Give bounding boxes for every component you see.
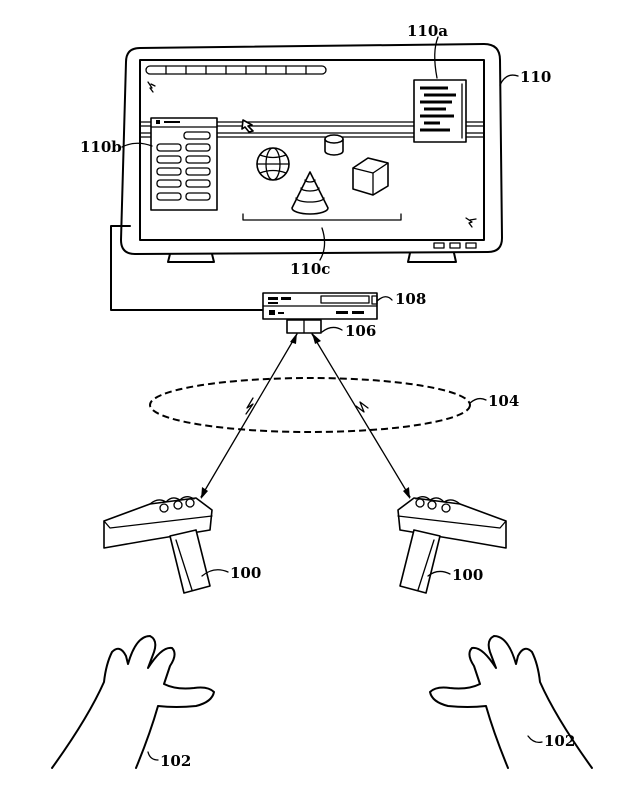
controller-icon: [103, 496, 213, 594]
label-108: 108: [395, 290, 426, 308]
monitor-cable: [110, 225, 263, 311]
globe-icon: [256, 147, 290, 181]
field-104: [149, 377, 471, 433]
label-102-right: 102: [544, 732, 575, 750]
signal-break: [355, 401, 369, 413]
leader-lines: [121, 36, 543, 761]
label-110c: 110c: [290, 260, 330, 278]
cylinder-icon: [324, 134, 344, 156]
cursor-icon: [465, 217, 477, 228]
label-100-left: 100: [230, 564, 261, 582]
signal-arrows: [200, 333, 411, 499]
cone-icon: [291, 171, 329, 215]
cursor-icon: [241, 119, 254, 133]
label-106: 106: [345, 322, 376, 340]
monitor-foot-left: [167, 253, 215, 263]
label-104: 104: [488, 392, 519, 410]
controller-icon: [397, 496, 507, 594]
monitor-bezel: [120, 43, 503, 255]
label-102-left: 102: [160, 752, 191, 770]
signal-break: [245, 397, 254, 415]
monitor-button: [449, 242, 461, 249]
cursor-icon: [147, 81, 156, 93]
cube-icon: [352, 157, 389, 196]
monitor-screen: [139, 59, 485, 241]
panel-110c-bracket: [242, 213, 402, 221]
monitor-foot-right: [407, 252, 457, 263]
monitor-button: [465, 242, 477, 249]
panel-110a: [413, 79, 467, 143]
monitor-button: [433, 242, 445, 249]
hand-icon: [429, 635, 593, 769]
label-110b: 110b: [80, 138, 122, 156]
panel-110b: [150, 117, 218, 211]
hand-icon: [51, 635, 215, 769]
receiver-icon: [286, 319, 322, 334]
label-110: 110: [520, 68, 551, 86]
label-100-right: 100: [452, 566, 483, 584]
game-console-icon: [262, 292, 378, 320]
monitor-icon: [120, 43, 503, 263]
screen-toolbar: [145, 65, 327, 75]
label-110a: 110a: [407, 22, 448, 40]
